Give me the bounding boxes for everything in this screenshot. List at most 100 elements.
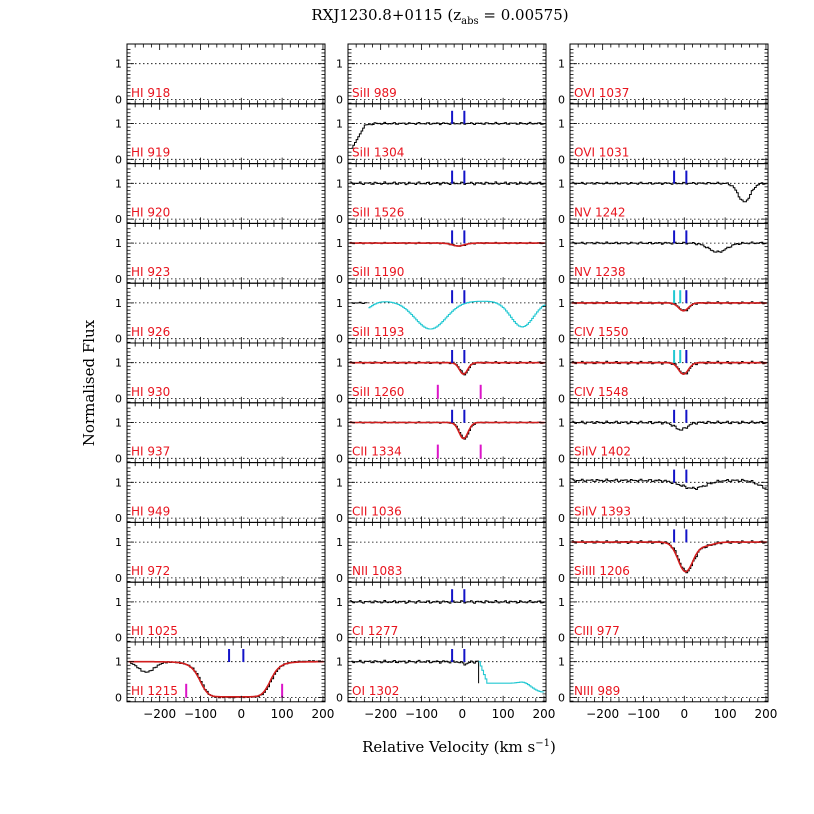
fit-line (571, 302, 767, 312)
y-tick-label: 1 (115, 656, 122, 669)
figure-title-tail: = 0.00575) (479, 6, 569, 24)
x-axis-label-superscript: −1 (535, 738, 550, 749)
x-tick-label: 0 (680, 707, 688, 721)
line-label: HI 930 (131, 385, 170, 399)
line-label: SiIV 1393 (574, 504, 631, 518)
figure-title-subscript: abs (461, 16, 479, 27)
line-label: NV 1238 (574, 265, 626, 279)
line-label: HI 919 (131, 146, 170, 160)
y-tick-label: 0 (558, 393, 565, 406)
y-tick-label: 0 (558, 572, 565, 585)
y-tick-label: 1 (558, 476, 565, 489)
y-tick-label: 0 (336, 632, 343, 645)
y-tick-label: 1 (115, 297, 122, 310)
y-tick-label: 1 (115, 357, 122, 370)
spectrum-line (349, 421, 545, 440)
spectrum-panel: 0 1 HI 972 (115, 521, 326, 585)
y-tick-label: 0 (336, 572, 343, 585)
y-tick-label: 0 (558, 512, 565, 525)
line-label: NV 1242 (574, 205, 626, 219)
y-tick-label: 0 (115, 692, 122, 705)
y-tick-label: 0 (558, 213, 565, 226)
y-tick-label: 0 (336, 333, 343, 346)
y-tick-label: 1 (336, 596, 343, 609)
x-tick-label: 200 (755, 707, 778, 721)
spectrum-line (349, 600, 545, 604)
y-tick-label: 1 (558, 596, 565, 609)
line-label: SiIV 1402 (574, 445, 631, 459)
fit-line (571, 541, 767, 573)
x-tick-label: 0 (458, 707, 466, 721)
y-tick-label: 0 (336, 692, 343, 705)
blended-spectrum-line (478, 661, 545, 693)
line-label: SiII 1190 (352, 265, 404, 279)
spectrum-line (351, 659, 480, 684)
panel-frame (347, 641, 547, 703)
y-tick-label: 0 (336, 393, 343, 406)
y-tick-label: 0 (115, 393, 122, 406)
fit-line (349, 242, 545, 247)
y-tick-label: 0 (115, 452, 122, 465)
y-tick-label: 0 (336, 512, 343, 525)
y-tick-label: 1 (336, 416, 343, 429)
line-label: HI 1025 (131, 624, 178, 638)
y-tick-label: 0 (558, 632, 565, 645)
y-tick-label: 1 (558, 237, 565, 250)
y-tick-label: 1 (558, 357, 565, 370)
y-tick-label: 1 (558, 297, 565, 310)
y-tick-label: 1 (558, 416, 565, 429)
fit-line (349, 421, 545, 440)
y-tick-label: 0 (558, 153, 565, 166)
y-tick-label: 1 (558, 536, 565, 549)
line-label: HI 949 (131, 504, 170, 518)
line-label: SiII 1526 (352, 205, 404, 219)
y-tick-label: 1 (115, 58, 122, 71)
x-tick-label: 200 (533, 707, 556, 721)
y-tick-label: 0 (336, 273, 343, 286)
spectrum-line (349, 361, 545, 376)
fit-line (128, 660, 324, 698)
y-tick-label: 0 (115, 213, 122, 226)
spectrum-line (351, 121, 545, 149)
x-tick-label: 0 (237, 707, 245, 721)
spectrum-line (571, 181, 767, 203)
line-label: HI 972 (131, 564, 170, 578)
y-tick-label: 1 (558, 58, 565, 71)
x-tick-label: 100 (492, 707, 515, 721)
y-tick-label: 0 (115, 572, 122, 585)
y-tick-label: 0 (558, 333, 565, 346)
y-tick-label: 1 (115, 596, 122, 609)
y-axis-label: Normalised Flux (80, 319, 98, 446)
line-label: SiII 1260 (352, 385, 404, 399)
line-label: SiII 1304 (352, 146, 404, 160)
y-tick-label: 1 (336, 536, 343, 549)
x-tick-label: −100 (184, 707, 217, 721)
y-tick-label: 1 (115, 536, 122, 549)
line-label: NIII 989 (574, 684, 620, 698)
blended-spectrum-line (368, 300, 546, 330)
y-tick-label: 1 (558, 117, 565, 130)
y-tick-label: 1 (336, 237, 343, 250)
y-tick-label: 1 (115, 237, 122, 250)
y-tick-label: 0 (558, 94, 565, 107)
